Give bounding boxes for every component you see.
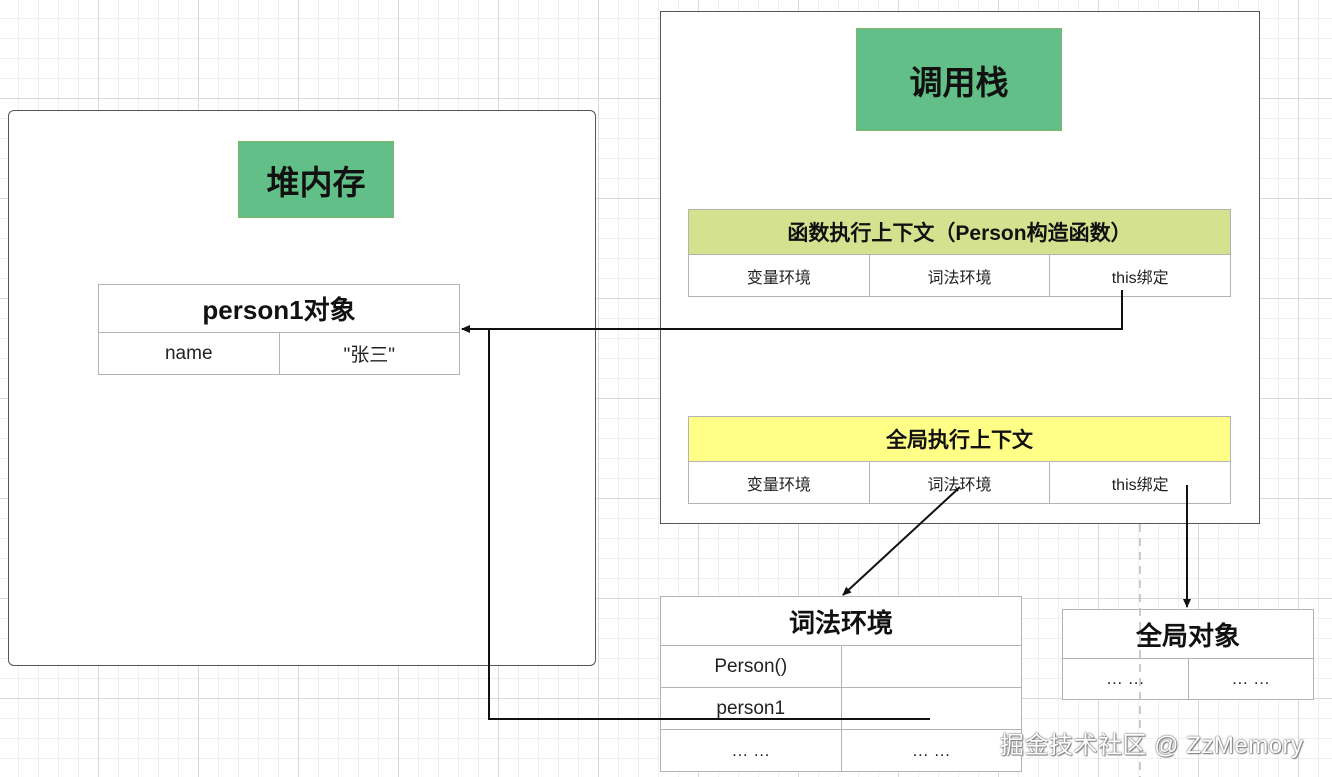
- function-context-lexical-env: 词法环境: [868, 255, 1050, 296]
- global-context-this-binding: this绑定: [1049, 462, 1230, 503]
- call-stack-title: 调用栈: [856, 28, 1062, 131]
- lexical-env-ellipsis-value: … …: [840, 730, 1022, 771]
- person1-object-title: person1对象: [202, 295, 356, 325]
- person1-reference-line: [488, 329, 930, 720]
- global-execution-context: 全局执行上下文 变量环境 词法环境 this绑定: [688, 416, 1231, 504]
- global-object-table: 全局对象 … … … …: [1062, 609, 1314, 700]
- global-context-title: 全局执行上下文: [689, 417, 1230, 462]
- this-binding-to-person1-arrow: [461, 290, 1123, 333]
- global-context-lexical-env: 词法环境: [868, 462, 1050, 503]
- lexical-env-person-fn-value: [840, 646, 1022, 687]
- global-context-variable-env: 变量环境: [746, 476, 811, 494]
- global-object-ellipsis-key: … …: [1105, 669, 1145, 688]
- person1-object-table: person1对象 name "张三": [98, 284, 460, 375]
- lexical-env-arrow: [842, 486, 961, 596]
- function-context-variable-env: 变量环境: [746, 269, 811, 287]
- person1-name-key: name: [164, 342, 213, 364]
- lexical-env-person-fn: Person(): [714, 655, 788, 677]
- heap-memory-title: 堆内存: [238, 141, 394, 218]
- lexical-env-ellipsis-key: … …: [731, 740, 771, 760]
- function-execution-context: 函数执行上下文（Person构造函数） 变量环境 词法环境 this绑定: [688, 209, 1231, 297]
- lexical-environment-title: 词法环境: [788, 607, 893, 638]
- global-object-ellipsis-value: … …: [1187, 659, 1314, 699]
- watermark-text: 掘金技术社区 @ ZzMemory: [1000, 732, 1304, 759]
- person1-name-value: "张三": [278, 333, 460, 374]
- lexical-environment-table: 词法环境 Person() person1 … … … …: [660, 596, 1022, 772]
- lexical-env-person1: person1: [716, 697, 786, 719]
- global-object-title: 全局对象: [1135, 620, 1240, 651]
- function-context-this-binding: this绑定: [1049, 255, 1230, 296]
- lexical-env-person1-value: [840, 688, 1022, 729]
- function-context-title: 函数执行上下文（Person构造函数）: [689, 210, 1230, 255]
